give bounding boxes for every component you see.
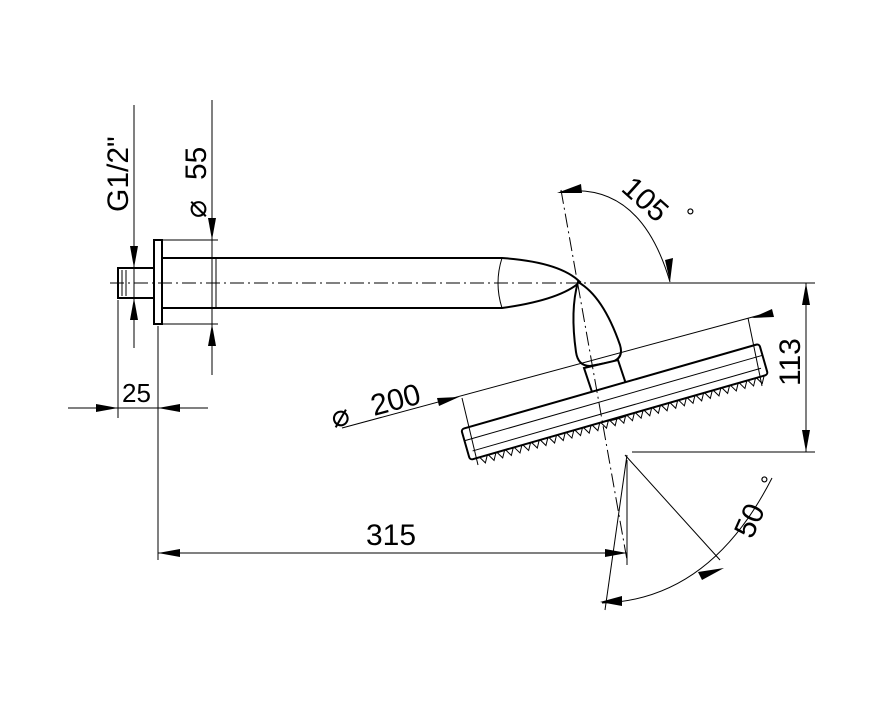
nozzle — [756, 375, 765, 385]
head-diameter-symbol: ⌀ — [327, 398, 353, 435]
nozzle — [496, 449, 506, 459]
arm-angle-degree: ° — [686, 204, 695, 229]
nozzle — [565, 430, 575, 440]
nozzle — [487, 452, 497, 462]
projection-label: 315 — [366, 519, 416, 552]
flange-diameter-label: 55 — [180, 147, 213, 180]
dimension-rear-offset: 25 — [68, 300, 208, 560]
drop-height-label: 113 — [774, 338, 807, 386]
nozzle — [557, 432, 566, 442]
wall-flange — [153, 239, 163, 325]
dimension-projection: 315 — [158, 460, 628, 565]
nozzle — [730, 382, 739, 392]
nozzle — [583, 425, 592, 435]
head-diameter-label: 200 — [367, 378, 424, 423]
head-axis — [560, 189, 628, 561]
nozzle — [634, 410, 644, 420]
flange-diameter-symbol: ⌀ — [180, 200, 213, 218]
nozzle — [617, 415, 627, 425]
nozzle-row — [479, 375, 765, 464]
rear-offset-label: 25 — [122, 378, 151, 408]
nozzle — [704, 390, 713, 400]
nozzle — [643, 407, 653, 417]
nozzle — [652, 405, 661, 415]
wall-connector — [117, 239, 163, 325]
nozzle — [695, 392, 705, 402]
nozzle — [505, 447, 514, 457]
thread-label: G1/2" — [102, 136, 135, 212]
dimension-drop-height: 113 — [590, 282, 815, 453]
angle-arm: 105 ° — [557, 171, 695, 283]
dimension-thread: G1/2" — [102, 105, 140, 348]
nozzle — [712, 387, 722, 397]
nozzle — [531, 440, 540, 449]
angle-tilt: 50 ° — [600, 472, 773, 606]
nozzle — [479, 454, 488, 464]
nozzle — [738, 380, 748, 390]
dimension-flange-diameter: ⌀ 55 — [162, 100, 218, 375]
nozzle — [574, 427, 583, 437]
nozzle — [539, 437, 549, 447]
nozzle — [548, 435, 557, 444]
nozzle — [721, 385, 731, 395]
nozzle — [660, 402, 670, 412]
nozzle — [626, 412, 635, 422]
nozzle — [513, 444, 523, 454]
arm-angle-label: 105 — [615, 171, 674, 229]
nozzle — [609, 417, 618, 427]
nozzle — [522, 442, 532, 452]
nozzle — [600, 420, 609, 430]
nozzle — [669, 400, 679, 410]
nozzle — [747, 378, 756, 387]
nozzle — [686, 395, 696, 405]
shower-head — [460, 343, 769, 464]
nozzle — [591, 422, 601, 432]
tilt-angle-degree: ° — [760, 472, 769, 497]
nozzle — [678, 397, 687, 407]
